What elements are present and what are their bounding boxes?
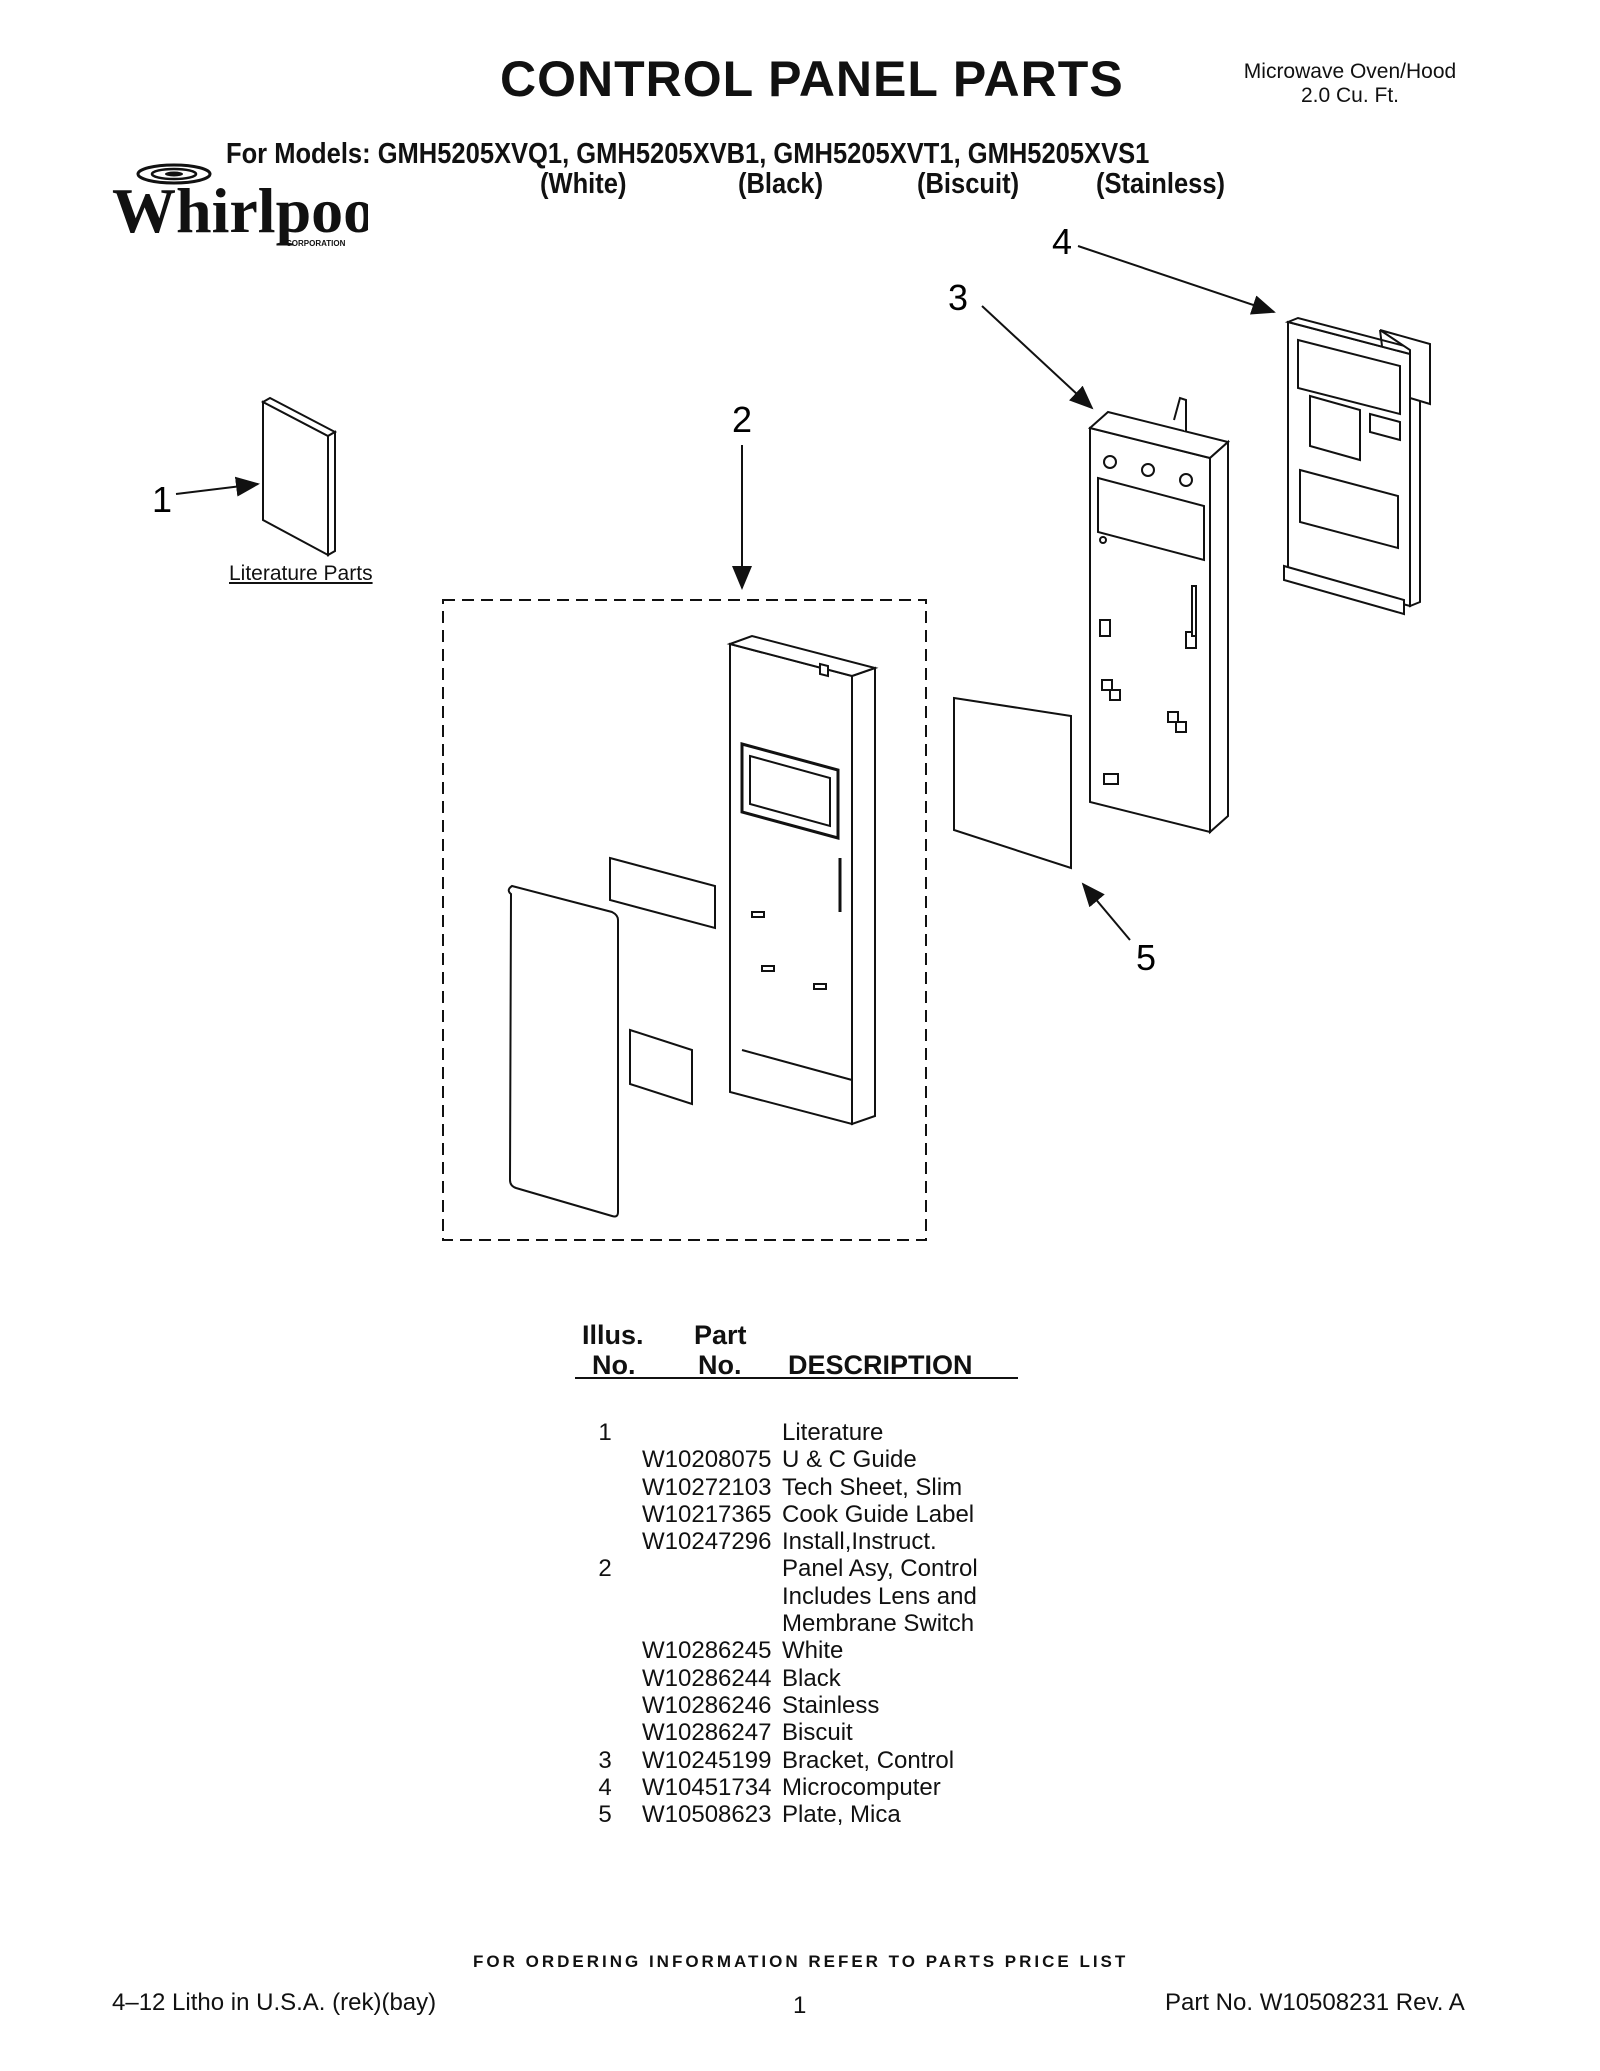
illus-no-cell: 5 (598, 1801, 612, 1829)
description-cell: Microcomputer (782, 1773, 941, 1801)
page-number: 1 (793, 1992, 807, 2019)
illus-no-cell: 1 (598, 1419, 612, 1446)
callout-arrow-5 (1081, 882, 1131, 941)
document-part-number: Part No. W10508231 Rev. A (1165, 1989, 1465, 2016)
illus-no-cell: 3 (598, 1746, 612, 1774)
model-color-stainless: (Stainless) (1096, 168, 1226, 200)
model-color-biscuit: (Biscuit) (917, 168, 1020, 200)
callout-3: 3 (948, 277, 968, 318)
description-cell: Plate, Mica (782, 1801, 901, 1829)
lens-bottom (629, 1028, 693, 1106)
page-title: CONTROL PANEL PARTS (500, 51, 1124, 107)
litho-info: 4–12 Litho in U.S.A. (rek)(bay) (112, 1989, 437, 2016)
description-cell: White (782, 1637, 844, 1665)
callout-1: 1 (152, 479, 172, 520)
control-panel (726, 634, 879, 1126)
header-illus-1: Illus. (582, 1320, 644, 1350)
part-no-cell: W10245199 (642, 1746, 772, 1774)
description-cell: Panel Asy, Control (782, 1555, 978, 1583)
whirlpool-logo: Whirlpool CORPORATION (112, 163, 368, 248)
description-cell: Tech Sheet, Slim (782, 1473, 963, 1501)
description-cell: Membrane Switch (782, 1610, 975, 1638)
callout-arrow-1 (175, 476, 260, 497)
part-no-cell: W10208075 (642, 1446, 772, 1474)
part-no-cell: W10286246 (642, 1691, 772, 1719)
description-cell: Cook Guide Label (782, 1500, 975, 1528)
description-cell: Install,Instruct. (782, 1528, 937, 1556)
model-list: For Models: GMH5205XVQ1, GMH5205XVB1, GM… (226, 138, 1150, 170)
header-part-2: No. (698, 1350, 742, 1380)
part-no-cell: W10272103 (642, 1473, 772, 1501)
product-type-line2: 2.0 Cu. Ft. (1300, 84, 1400, 107)
description-cell: Includes Lens and (782, 1582, 977, 1610)
literature-booklet (260, 396, 338, 557)
callout-4: 4 (1052, 221, 1072, 262)
control-bracket (1087, 396, 1231, 835)
model-color-black: (Black) (738, 168, 824, 200)
callout-5: 5 (1136, 937, 1156, 978)
header-description: DESCRIPTION (788, 1350, 973, 1380)
membrane-switch (507, 884, 619, 1218)
description-cell: Literature (782, 1419, 884, 1446)
header-part-1: Part (694, 1320, 747, 1350)
product-type: Microwave Oven/Hood 2.0 Cu. Ft. (1210, 60, 1490, 108)
header-illus-2: No. (592, 1350, 636, 1380)
literature-parts-label: Literature Parts (229, 562, 373, 585)
description-cell: Black (782, 1664, 841, 1692)
illus-no-cell: 2 (598, 1555, 612, 1583)
illus-no-cell: 4 (598, 1773, 612, 1801)
lens-small (609, 856, 716, 930)
callout-arrow-4 (1077, 245, 1276, 315)
part-no-cell: W10286244 (642, 1664, 772, 1692)
description-cell: Biscuit (782, 1719, 853, 1747)
callout-2: 2 (732, 399, 752, 440)
panel-assembly-box (442, 599, 927, 1241)
ordering-note: FOR ORDERING INFORMATION REFER TO PARTS … (473, 1952, 1129, 1971)
part-no-cell: W10286245 (642, 1637, 772, 1665)
description-cell: U & C Guide (782, 1446, 917, 1474)
part-no-cell: W10451734 (642, 1773, 772, 1801)
product-type-line1: Microwave Oven/Hood (1243, 60, 1457, 83)
mica-plate (953, 696, 1072, 870)
part-no-cell: W10286247 (642, 1719, 772, 1747)
model-color-white: (White) (540, 168, 627, 200)
callout-arrow-3 (981, 305, 1094, 410)
description-cell: Bracket, Control (782, 1746, 955, 1774)
microcomputer-board (1283, 316, 1431, 616)
description-cell: Stainless (782, 1691, 880, 1719)
brand-sub: CORPORATION (286, 239, 346, 248)
part-no-cell: W10508623 (642, 1801, 772, 1829)
part-no-cell: W10217365 (642, 1500, 772, 1528)
logo-swirl-icon (136, 163, 212, 185)
brand-name: Whirlpool (112, 175, 368, 246)
table-header-rule (575, 1377, 1018, 1379)
part-no-cell: W10247296 (642, 1528, 772, 1556)
